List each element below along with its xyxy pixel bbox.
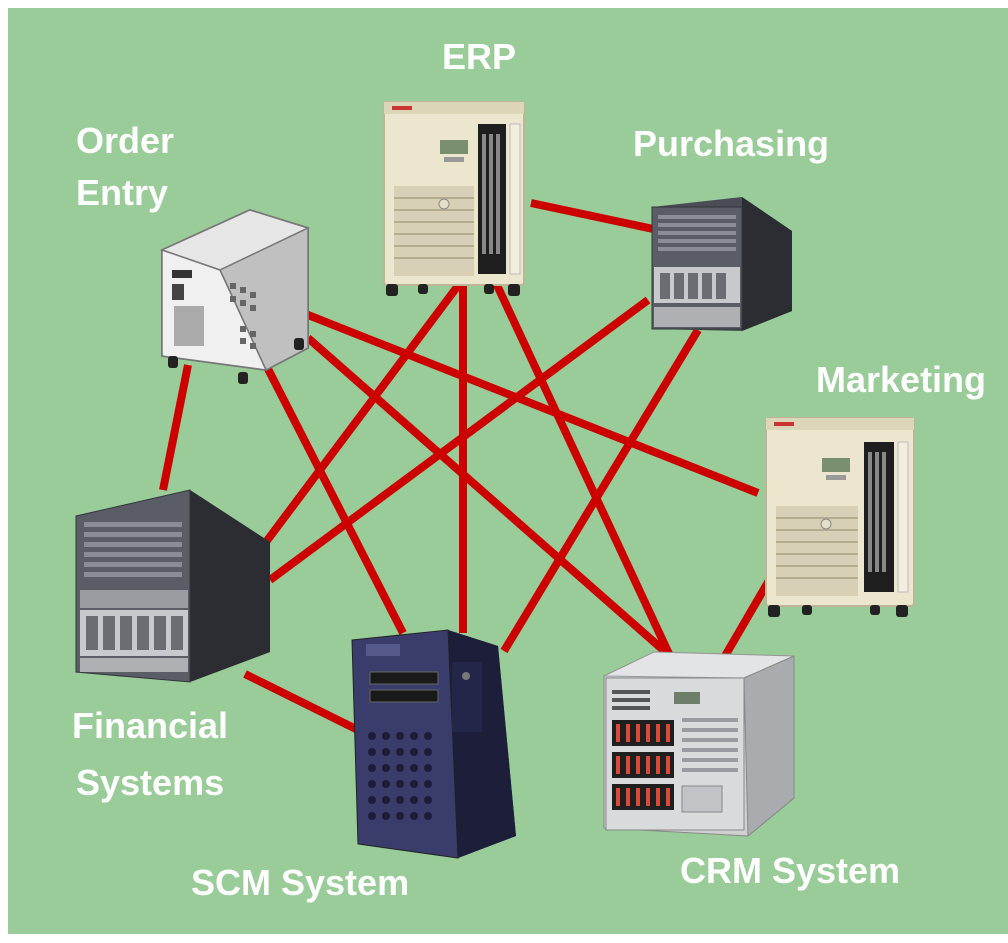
tower-server-icon (383, 101, 525, 296)
crm-label: CRM System (680, 850, 901, 891)
link-financial-scm (243, 670, 362, 735)
erp-server (378, 98, 530, 298)
marketing-server (760, 414, 920, 619)
scm-label: SCM System (191, 862, 410, 903)
purchasing-label: Purchasing (633, 123, 830, 164)
link-order-scm (262, 363, 407, 635)
financial-label-line1: Financial (72, 705, 229, 746)
marketing-label: Marketing (816, 359, 987, 400)
financial-label-line2: Systems (76, 762, 225, 803)
rack-server-icon (603, 651, 795, 838)
rack-server-icon (651, 197, 792, 331)
link-erp-purchasing (530, 199, 659, 234)
link-purchasing-scm (500, 327, 702, 654)
erp-label: ERP (442, 36, 517, 77)
crm-server (598, 648, 798, 843)
scm-server (348, 626, 518, 866)
link-purchasing-financial (267, 296, 651, 584)
tower-server-icon (765, 417, 915, 617)
link-erp-crm (492, 281, 674, 658)
link-order-marketing (301, 309, 760, 497)
purchasing-server (646, 193, 796, 338)
link-erp-financial (259, 280, 464, 549)
order-entry-server (158, 198, 313, 386)
financial-server (70, 486, 275, 686)
cube-server-icon (159, 208, 311, 384)
link-order-crm (305, 334, 673, 660)
rack-server-icon (75, 489, 270, 683)
diagram-canvas: ERP Order Entry Purchasing Marketing Fin… (8, 8, 1008, 934)
tower-server-icon (351, 629, 516, 859)
link-order-financial (159, 364, 192, 491)
order-entry-label-line2: Entry (76, 172, 169, 213)
order-entry-label-line1: Order (76, 120, 175, 161)
